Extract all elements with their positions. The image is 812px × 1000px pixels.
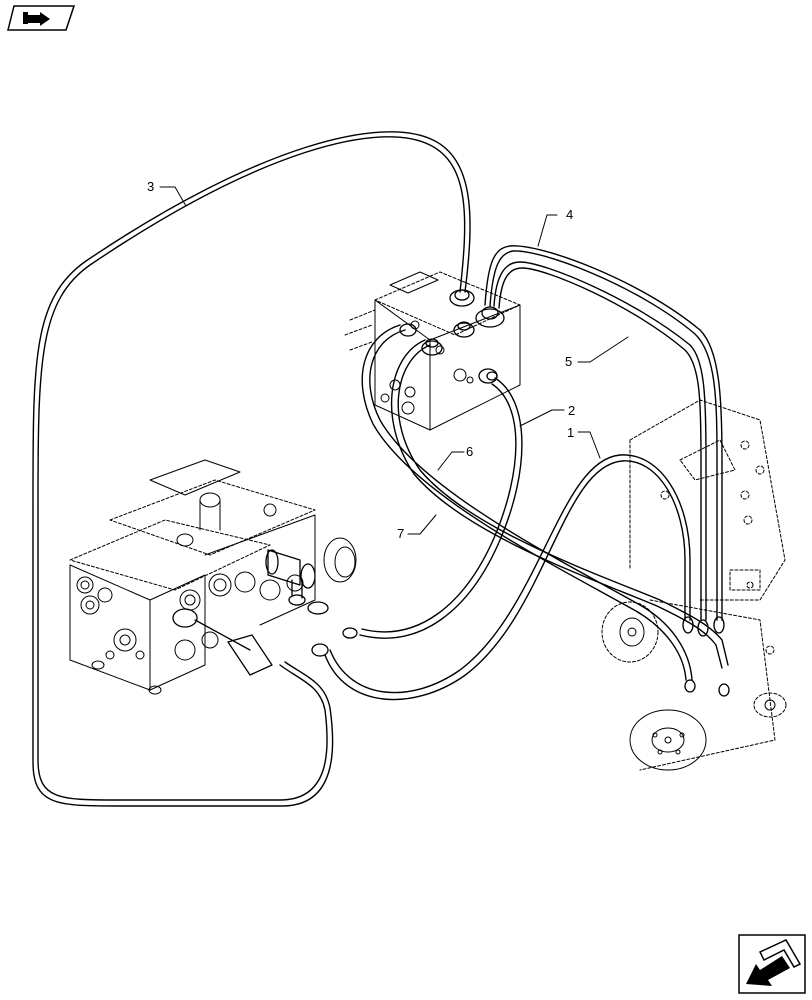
hose-1 (324, 454, 691, 701)
callout-2: 2 (568, 403, 575, 418)
lift-frame (629, 399, 786, 771)
callout-4: 4 (566, 207, 573, 222)
upper-fittings (399, 289, 505, 384)
upper-valve-block (344, 271, 521, 431)
callout-labels: 3 4 5 2 1 6 7 (147, 179, 575, 541)
callout-6: 6 (466, 444, 473, 459)
hose-2 (359, 377, 523, 639)
hose-5 (493, 261, 707, 621)
hose-7 (361, 324, 693, 681)
callout-leaders (159, 186, 629, 535)
lower-fittings (172, 549, 358, 676)
book-arrow-icon[interactable] (6, 4, 76, 32)
hose-4 (484, 245, 723, 621)
callout-3: 3 (147, 179, 154, 194)
wheel-hubs (601, 601, 787, 771)
callout-7: 7 (397, 526, 404, 541)
next-page-arrow-icon[interactable] (738, 934, 806, 994)
hose-3 (32, 131, 471, 807)
callout-5: 5 (565, 354, 572, 369)
lower-valve-assembly (69, 459, 357, 695)
callout-1: 1 (567, 425, 574, 440)
hose-end-fittings (682, 616, 730, 697)
